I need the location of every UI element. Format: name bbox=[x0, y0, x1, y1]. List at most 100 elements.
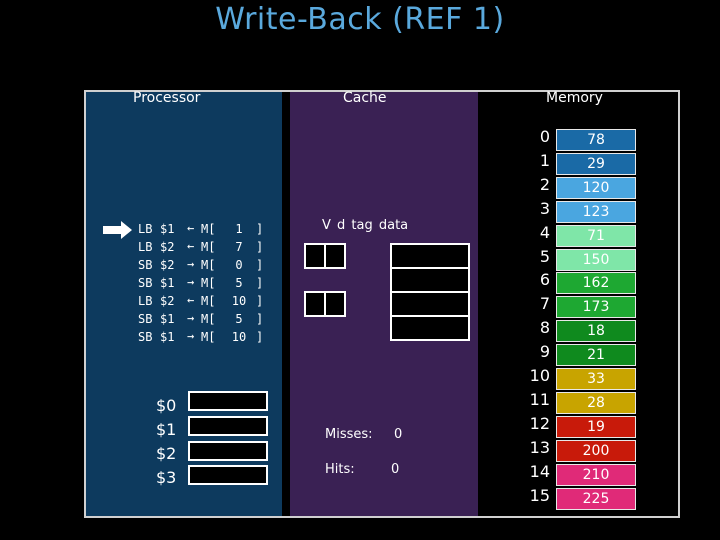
instruction-register: $1 bbox=[160, 276, 175, 290]
memory-address: 12 bbox=[529, 413, 550, 433]
instruction-op: SB bbox=[138, 276, 153, 290]
instruction-memory: M[ bbox=[201, 294, 216, 308]
instruction-close: ] bbox=[256, 258, 264, 272]
memory-address: 2 bbox=[539, 174, 550, 194]
cache-data-cell bbox=[390, 267, 470, 293]
instruction-register: $2 bbox=[160, 258, 175, 272]
right-arrow-icon: → bbox=[187, 275, 195, 289]
memory-address: 9 bbox=[539, 342, 550, 362]
memory-address: 0 bbox=[539, 127, 550, 146]
memory-cell: 162 bbox=[556, 272, 636, 295]
memory-label: Memory bbox=[546, 90, 603, 106]
instruction-register: $2 bbox=[160, 240, 175, 254]
instruction-op: LB bbox=[138, 294, 153, 308]
register-label: $0 bbox=[156, 396, 177, 415]
memory-address: 11 bbox=[529, 389, 550, 409]
instruction-register: $1 bbox=[160, 330, 175, 344]
left-arrow-icon: ← bbox=[187, 239, 195, 253]
memory-cell: 150 bbox=[556, 248, 636, 271]
memory-cell: 173 bbox=[556, 296, 636, 319]
memory-address: 1 bbox=[539, 150, 550, 170]
memory-cell: 123 bbox=[556, 200, 636, 223]
instruction-address: 5 bbox=[235, 312, 243, 326]
memory-address: 10 bbox=[529, 366, 550, 385]
register-box bbox=[188, 465, 268, 485]
instruction-address: 7 bbox=[235, 240, 243, 254]
register-box bbox=[188, 441, 268, 461]
instruction-register: $1 bbox=[160, 222, 175, 236]
cache-header: V d tag data bbox=[322, 218, 409, 233]
memory-cell: 78 bbox=[556, 129, 636, 151]
register-label: $2 bbox=[156, 444, 177, 463]
instruction-close: ] bbox=[256, 240, 264, 254]
register-box bbox=[188, 391, 268, 411]
memory-address: 15 bbox=[529, 485, 550, 505]
instruction-op: SB bbox=[138, 258, 153, 272]
left-arrow-icon: ← bbox=[187, 293, 195, 307]
right-arrow-icon bbox=[103, 221, 132, 239]
instruction-address: 1 bbox=[235, 222, 243, 236]
processor-label: Processor bbox=[133, 90, 201, 106]
instruction-address: 10 bbox=[231, 294, 247, 308]
instruction-memory: M[ bbox=[201, 258, 216, 272]
instruction-memory: M[ bbox=[201, 330, 216, 344]
memory-address: 8 bbox=[539, 318, 550, 338]
cache-valid-cell bbox=[304, 291, 326, 317]
cache-valid-cell bbox=[304, 243, 326, 269]
misses-label: Misses: bbox=[325, 427, 373, 442]
instruction-close: ] bbox=[256, 312, 264, 326]
memory-cell: 225 bbox=[556, 487, 636, 510]
memory-cell: 200 bbox=[556, 439, 636, 462]
memory-address: 7 bbox=[539, 294, 550, 314]
instruction-memory: M[ bbox=[201, 276, 216, 290]
instruction-op: LB bbox=[138, 240, 153, 254]
memory-address: 6 bbox=[539, 270, 550, 290]
instruction-op: SB bbox=[138, 312, 153, 326]
memory-address: 4 bbox=[539, 222, 550, 242]
instruction-address: 10 bbox=[231, 330, 247, 344]
instruction-address: 0 bbox=[235, 258, 243, 272]
instruction-register: $2 bbox=[160, 294, 175, 308]
instruction-close: ] bbox=[256, 330, 264, 344]
memory-cell: 19 bbox=[556, 415, 636, 438]
right-arrow-icon: → bbox=[187, 257, 195, 271]
cache-dirty-cell bbox=[324, 243, 346, 269]
page-title: Write-Back (REF 1) bbox=[215, 2, 505, 37]
cache-data-cell bbox=[390, 243, 470, 269]
memory-cell: 21 bbox=[556, 344, 636, 367]
instruction-register: $1 bbox=[160, 312, 175, 326]
instruction-memory: M[ bbox=[201, 222, 216, 236]
instruction-close: ] bbox=[256, 294, 264, 308]
memory-cell: 33 bbox=[556, 368, 636, 390]
cache-data-cell bbox=[390, 315, 470, 341]
memory-address: 5 bbox=[539, 246, 550, 266]
memory-address: 13 bbox=[529, 437, 550, 457]
instruction-op: SB bbox=[138, 330, 153, 344]
right-arrow-icon: → bbox=[187, 329, 195, 343]
memory-address: 3 bbox=[539, 198, 550, 218]
misses-value: 0 bbox=[394, 427, 403, 442]
right-arrow-icon: → bbox=[187, 311, 195, 325]
memory-cell: 71 bbox=[556, 224, 636, 247]
memory-address: 14 bbox=[529, 461, 550, 481]
instruction-close: ] bbox=[256, 276, 264, 290]
cache-dirty-cell bbox=[324, 291, 346, 317]
memory-cell: 29 bbox=[556, 152, 636, 175]
instruction-memory: M[ bbox=[201, 240, 216, 254]
memory-cell: 18 bbox=[556, 320, 636, 343]
left-arrow-icon: ← bbox=[187, 221, 195, 235]
instruction-memory: M[ bbox=[201, 312, 216, 326]
register-box bbox=[188, 416, 268, 436]
instruction-op: LB bbox=[138, 222, 153, 236]
hits-value: 0 bbox=[391, 462, 400, 477]
memory-cell: 120 bbox=[556, 176, 636, 199]
instruction-address: 5 bbox=[235, 276, 243, 290]
memory-cell: 210 bbox=[556, 463, 636, 486]
memory-cell: 28 bbox=[556, 391, 636, 414]
instruction-close: ] bbox=[256, 222, 264, 236]
cache-data-cell bbox=[390, 291, 470, 317]
cache-label: Cache bbox=[343, 90, 387, 106]
register-label: $3 bbox=[156, 468, 177, 487]
hits-label: Hits: bbox=[325, 462, 355, 477]
register-label: $1 bbox=[156, 420, 177, 439]
